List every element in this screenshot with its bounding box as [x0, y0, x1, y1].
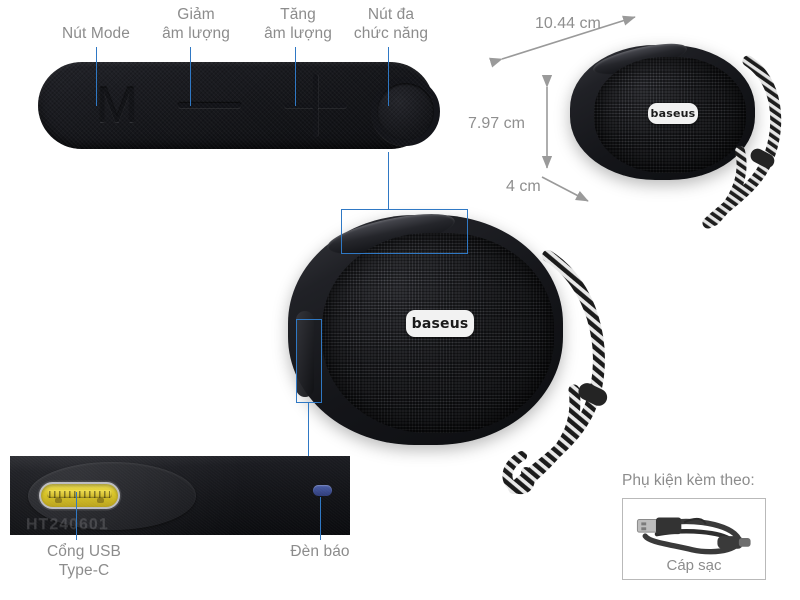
- callout-box-top-buttons: [341, 209, 468, 254]
- label-mode-button: Nút Mode: [62, 25, 130, 42]
- speaker-dimension-view: baseus: [570, 37, 755, 180]
- brand-badge-text-main: baseus: [411, 315, 469, 332]
- callout-box-side-port: [296, 319, 322, 403]
- mode-glyph-icon: M: [96, 77, 138, 133]
- dimension-depth-label: 4 cm: [506, 178, 541, 195]
- usb-c-port-icon: [39, 482, 120, 509]
- volume-down-glyph-icon: [178, 103, 241, 108]
- leader-line-volume-down: [190, 47, 192, 106]
- leader-line-panel-to-speaker: [388, 152, 390, 209]
- label-volume-down: Giảm âm lượng: [162, 6, 230, 42]
- embossed-serial-text: HT240601: [26, 516, 109, 533]
- led-indicator-icon: [313, 485, 332, 496]
- side-button-groove: [296, 311, 314, 397]
- leader-line-led-label: [320, 497, 322, 540]
- dimension-height-label: 7.97 cm: [468, 115, 525, 132]
- volume-up-glyph-icon-v: [313, 74, 318, 137]
- multifunction-glyph-icon: [371, 77, 440, 146]
- label-volume-up: Tăng âm lượng: [264, 6, 332, 42]
- usb-cable-icon: [636, 517, 751, 555]
- label-usb-port: Cổng USB Type-C: [46, 543, 122, 579]
- leader-line-usb-label: [76, 492, 78, 540]
- brand-badge-text: baseus: [650, 107, 696, 120]
- accessory-item-card: Cáp sạc: [622, 498, 766, 580]
- leader-line-multifunction: [388, 47, 390, 106]
- label-multifunction-button: Nút đa chức năng: [353, 6, 429, 42]
- accessories-title: Phụ kiện kèm theo:: [622, 472, 755, 489]
- port-panel-closeup: HT240601: [10, 456, 350, 535]
- label-indicator-light: Đèn báo: [290, 543, 350, 560]
- dimension-arrows: [489, 15, 636, 202]
- leader-line-mode: [96, 47, 98, 106]
- accessory-item-label: Cáp sạc: [666, 557, 722, 574]
- dimension-width-label: 10.44 cm: [535, 15, 601, 32]
- lanyard-strap-main: [502, 250, 608, 495]
- leader-line-volume-up: [295, 47, 297, 106]
- lanyard-strap-small: [702, 55, 782, 229]
- leader-line-speaker-to-usb: [308, 403, 310, 456]
- port-oval-plate: [28, 462, 196, 530]
- control-panel-closeup: M: [38, 62, 440, 149]
